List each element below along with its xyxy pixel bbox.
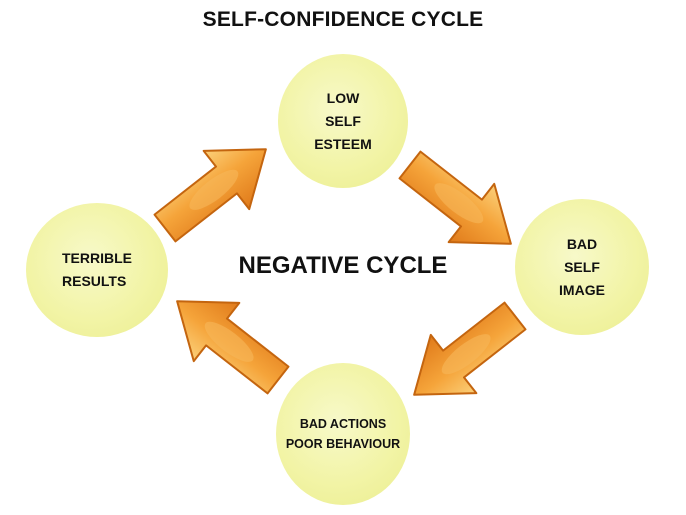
node-label-terrible-results: TERRIBLE RESULTS xyxy=(62,250,132,289)
arrow-right-to-bottom xyxy=(390,285,539,425)
node-label-bad-self-image: BAD SELF IMAGE xyxy=(559,235,605,298)
diagram-title: SELF-CONFIDENCE CYCLE xyxy=(202,8,484,31)
arrow-left-to-top xyxy=(141,119,290,259)
node-label-low-self-esteem: LOW SELF ESTEEM xyxy=(314,89,372,152)
node-label-bad-actions: BAD ACTIONS POOR BEHAVIOUR xyxy=(285,417,401,451)
node-terrible-results: TERRIBLE RESULTS xyxy=(26,203,168,337)
center-label: NEGATIVE CYCLE xyxy=(238,252,448,279)
arrow-bottom-to-left xyxy=(153,271,302,411)
node-bad-actions: BAD ACTIONS POOR BEHAVIOUR xyxy=(276,363,410,505)
node-bad-self-image: BAD SELF IMAGE xyxy=(515,199,649,335)
node-low-self-esteem: LOW SELF ESTEEM xyxy=(278,54,408,188)
